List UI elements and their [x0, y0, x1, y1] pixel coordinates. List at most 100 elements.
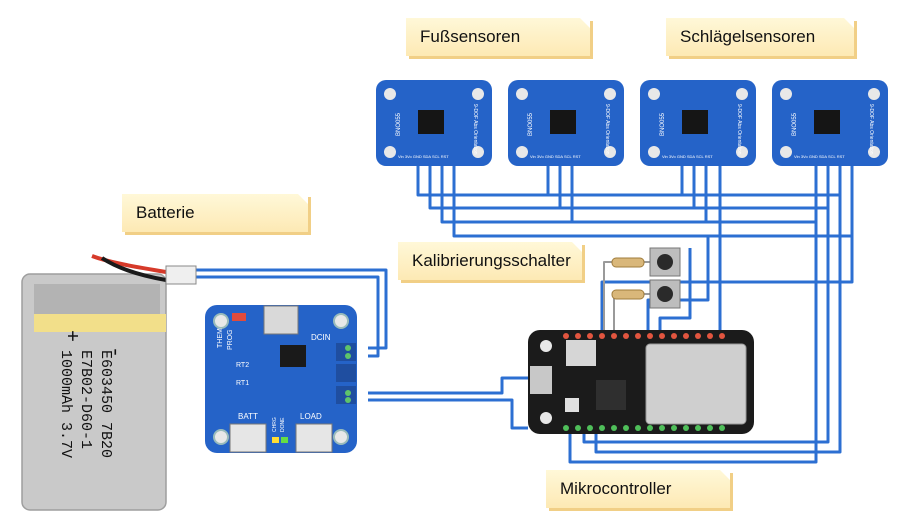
sensor-caption: 9-DOF Abs Orientation: [868, 104, 874, 155]
label-calibration-switch-text: Kalibrierungsschalter: [412, 251, 571, 270]
mounting-hole: [868, 88, 880, 100]
sensor-caption: 9-DOF Abs Orientation: [736, 104, 742, 155]
sensor-chip-label: BNO055: [660, 112, 666, 136]
sensor-chip: [814, 110, 840, 134]
header-pin: [336, 343, 356, 361]
sensor-caption: 9-DOF Abs Orientation: [472, 104, 478, 155]
charger-label-rt2: RT2: [236, 362, 249, 369]
mounting-hole: [780, 146, 792, 158]
mounting-hole: [516, 88, 528, 100]
charger-pcb: [205, 305, 357, 453]
mcu-pin: [647, 333, 653, 339]
mcu-pin: [587, 333, 593, 339]
pin-pad: [345, 390, 351, 396]
sensor-pin-labels: Vin 3Vo GND SDA SCL RST: [794, 154, 845, 159]
sensor-board-2: BNO055 9-DOF Abs Orientation Vin 3Vo GND…: [508, 80, 624, 166]
label-microcontroller: Mikrocontroller: [546, 470, 730, 508]
mcu-pin: [635, 333, 641, 339]
mcu-pin: [659, 425, 665, 431]
charger-label-batt: BATT: [238, 412, 258, 421]
mcu-pin: [719, 333, 725, 339]
sensor-board-3: BNO055 9-DOF Abs Orientation Vin 3Vo GND…: [640, 80, 756, 166]
charger-ic: [280, 345, 306, 367]
mcu-pin: [623, 333, 629, 339]
mcu-pin: [575, 425, 581, 431]
charger-resistor: [232, 313, 246, 321]
mcu-chip: [596, 380, 626, 410]
sensor-board-1: BNO055 9-DOF Abs Orientation Vin 3Vo GND…: [376, 80, 492, 166]
battery-top: [34, 284, 160, 314]
mcu-battery-connector: [566, 340, 596, 366]
label-mallet-sensors: Schlägelsensoren: [666, 18, 854, 56]
resistor-2: [611, 289, 645, 300]
wire-bus-3: [440, 165, 818, 224]
charger-label-rt1: RT1: [236, 380, 249, 387]
mcu-pin: [683, 425, 689, 431]
mcu-pin: [719, 425, 725, 431]
mcu-pin: [671, 333, 677, 339]
sensor-chip: [682, 110, 708, 134]
label-battery-text: Batterie: [136, 203, 195, 222]
mcu-pin: [575, 333, 581, 339]
charger-label-chrg: CHRG: [272, 417, 278, 432]
label-foot-sensors: Fußsensoren: [406, 18, 590, 56]
battery-plus-label: +: [59, 330, 82, 342]
mounting-hole: [736, 146, 748, 158]
mcu-pin: [635, 425, 641, 431]
mounting-hole: [648, 88, 660, 100]
wire-return-1: [600, 236, 854, 338]
mounting-hole: [736, 88, 748, 100]
wire-return-7: [658, 248, 692, 338]
charger-label-done: DONE: [280, 417, 286, 432]
charger-label-load: LOAD: [300, 412, 322, 421]
resistor-1: [611, 257, 645, 268]
mcu-pin: [599, 425, 605, 431]
wire-bus-2: [428, 165, 830, 210]
label-microcontroller-text: Mikrocontroller: [560, 479, 672, 498]
charger-label-dcin: DCIN: [311, 333, 331, 342]
pin-pad: [345, 345, 351, 351]
mounting-hole: [868, 146, 880, 158]
wire-switch-1: [603, 261, 650, 338]
microcontroller-board: [528, 330, 754, 434]
mounting-hole: [648, 146, 660, 158]
mcu-pin: [623, 425, 629, 431]
battery-line-3: 1000mAh 3.7V: [57, 350, 74, 458]
sensor-chip: [550, 110, 576, 134]
label-battery: Batterie: [122, 194, 308, 232]
pin-pad: [345, 397, 351, 403]
usb-connector: [263, 305, 299, 335]
mounting-hole: [540, 340, 552, 352]
wifi-module: [645, 343, 747, 425]
sensor-pin-labels: Vin 3Vo GND SDA SCL RST: [662, 154, 713, 159]
sensor-chip-label: BNO055: [792, 112, 798, 136]
mcu-pin: [611, 333, 617, 339]
mcu-reset-button: [565, 398, 579, 412]
wire-return-3: [582, 208, 830, 444]
mcu-pin: [695, 333, 701, 339]
mounting-hole: [604, 88, 616, 100]
push-button-2-cap: [657, 286, 673, 302]
battery-minus-label: -: [103, 346, 126, 358]
mcu-pin: [707, 425, 713, 431]
label-mallet-sensors-text: Schlägelsensoren: [680, 27, 816, 46]
mcu-pin: [695, 425, 701, 431]
wire-bus-1: [416, 165, 842, 197]
label-calibration-switch: Kalibrierungsschalter: [398, 242, 582, 280]
battery-line-1: E603450 7B20: [97, 350, 114, 458]
mounting-hole: [472, 146, 484, 158]
done-led: [281, 437, 288, 443]
wire-battery-minus: [195, 275, 380, 358]
mounting-hole: [333, 429, 349, 445]
mounting-hole: [540, 412, 552, 424]
mcu-pin: [659, 333, 665, 339]
wire-load-plus: [368, 376, 528, 395]
mcu-pin: [707, 333, 713, 339]
mcu-pin: [671, 425, 677, 431]
sensor-chip: [418, 110, 444, 134]
charger-label-prog: PROG: [227, 329, 234, 350]
mounting-hole: [213, 429, 229, 445]
load-jst-connector: [295, 423, 333, 453]
charger-label-them: THEM: [217, 328, 224, 348]
